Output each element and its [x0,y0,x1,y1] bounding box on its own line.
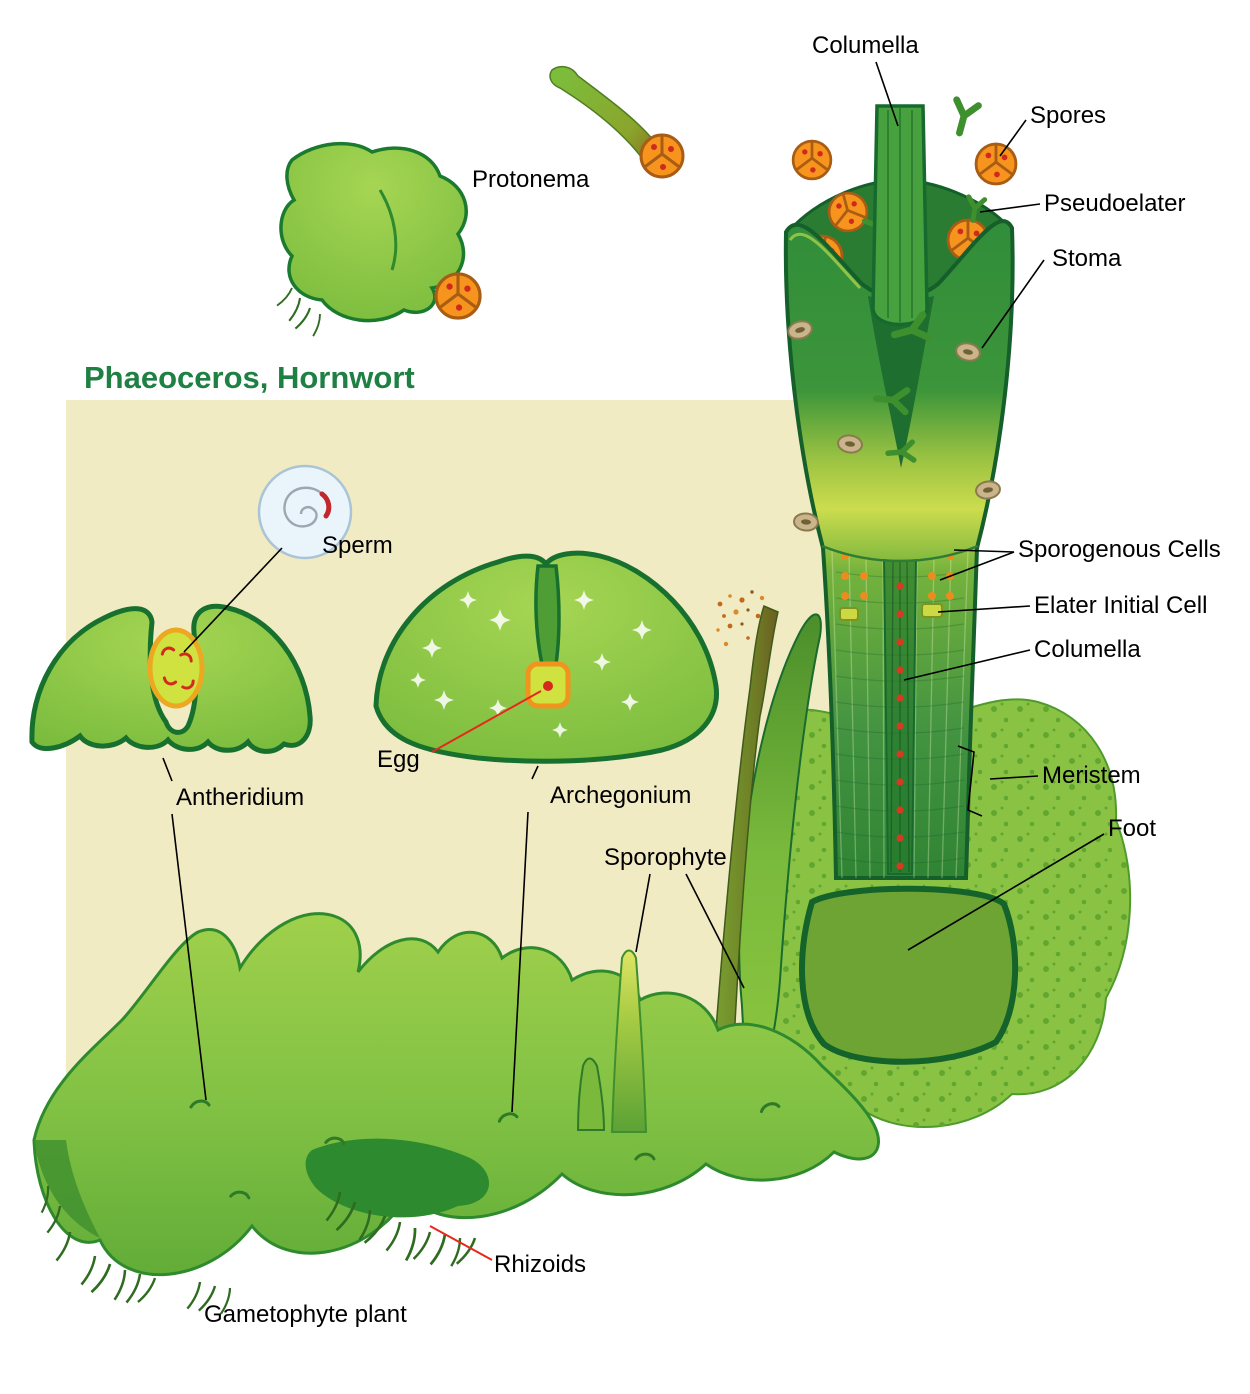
label-meristem: Meristem [1042,762,1141,789]
label-sporogenous-cells: Sporogenous Cells [1018,536,1221,563]
leader-lines-red [429,690,542,1261]
label-sperm: Sperm [322,532,393,559]
label-gametophyte-plant: Gametophyte plant [204,1301,407,1328]
label-egg: Egg [377,746,420,773]
tall-sporophyte [711,590,822,1084]
label-pseudoelater: Pseudoelater [1044,190,1186,217]
germinating-spore [434,272,482,320]
egg-nucleus [543,681,553,691]
released-pseudoelater [949,100,979,136]
young-gametophyte [276,141,482,338]
label-foot: Foot [1108,815,1157,842]
dehiscence-slit [868,296,934,468]
label-rhizoids: Rhizoids [494,1251,587,1278]
label-archegonium: Archegonium [550,782,692,809]
label-protonema: Protonema [472,166,590,193]
protonema-filament [549,65,685,179]
label-antheridium: Antheridium [176,784,305,811]
elater-initial-cells [839,603,943,621]
foot-region [799,885,1019,1065]
label-stoma: Stoma [1052,245,1122,272]
antheridium-section [29,603,313,754]
thallus-dark-ridge [305,1138,490,1218]
gametophyte-thallus [32,912,880,1315]
label-elater-initial-cell: Elater Initial Cell [1034,592,1208,619]
cellular-detail-zone [831,549,969,879]
label-sporophyte: Sporophyte [604,844,727,871]
label-spores: Spores [1030,102,1107,129]
diagram-title: Phaeoceros, Hornwort [84,360,415,395]
columella-strip [882,555,918,875]
archegonium-section [373,550,719,764]
rim-highlight [788,232,862,290]
sporophyte-capsule [783,104,1015,880]
label-columella-mid: Columella [1034,636,1141,663]
archegonium-neck [534,564,561,666]
young-sporophyte-spike [576,949,648,1133]
protonema-spore [639,133,685,179]
sperm-inset [257,464,353,560]
label-columella-top: Columella [812,32,919,59]
columella-column [871,104,929,327]
zone-boundary-line [821,544,979,563]
sperm-head [319,491,332,519]
spore-spray [716,590,765,647]
leader-lines-black [162,61,1105,1113]
